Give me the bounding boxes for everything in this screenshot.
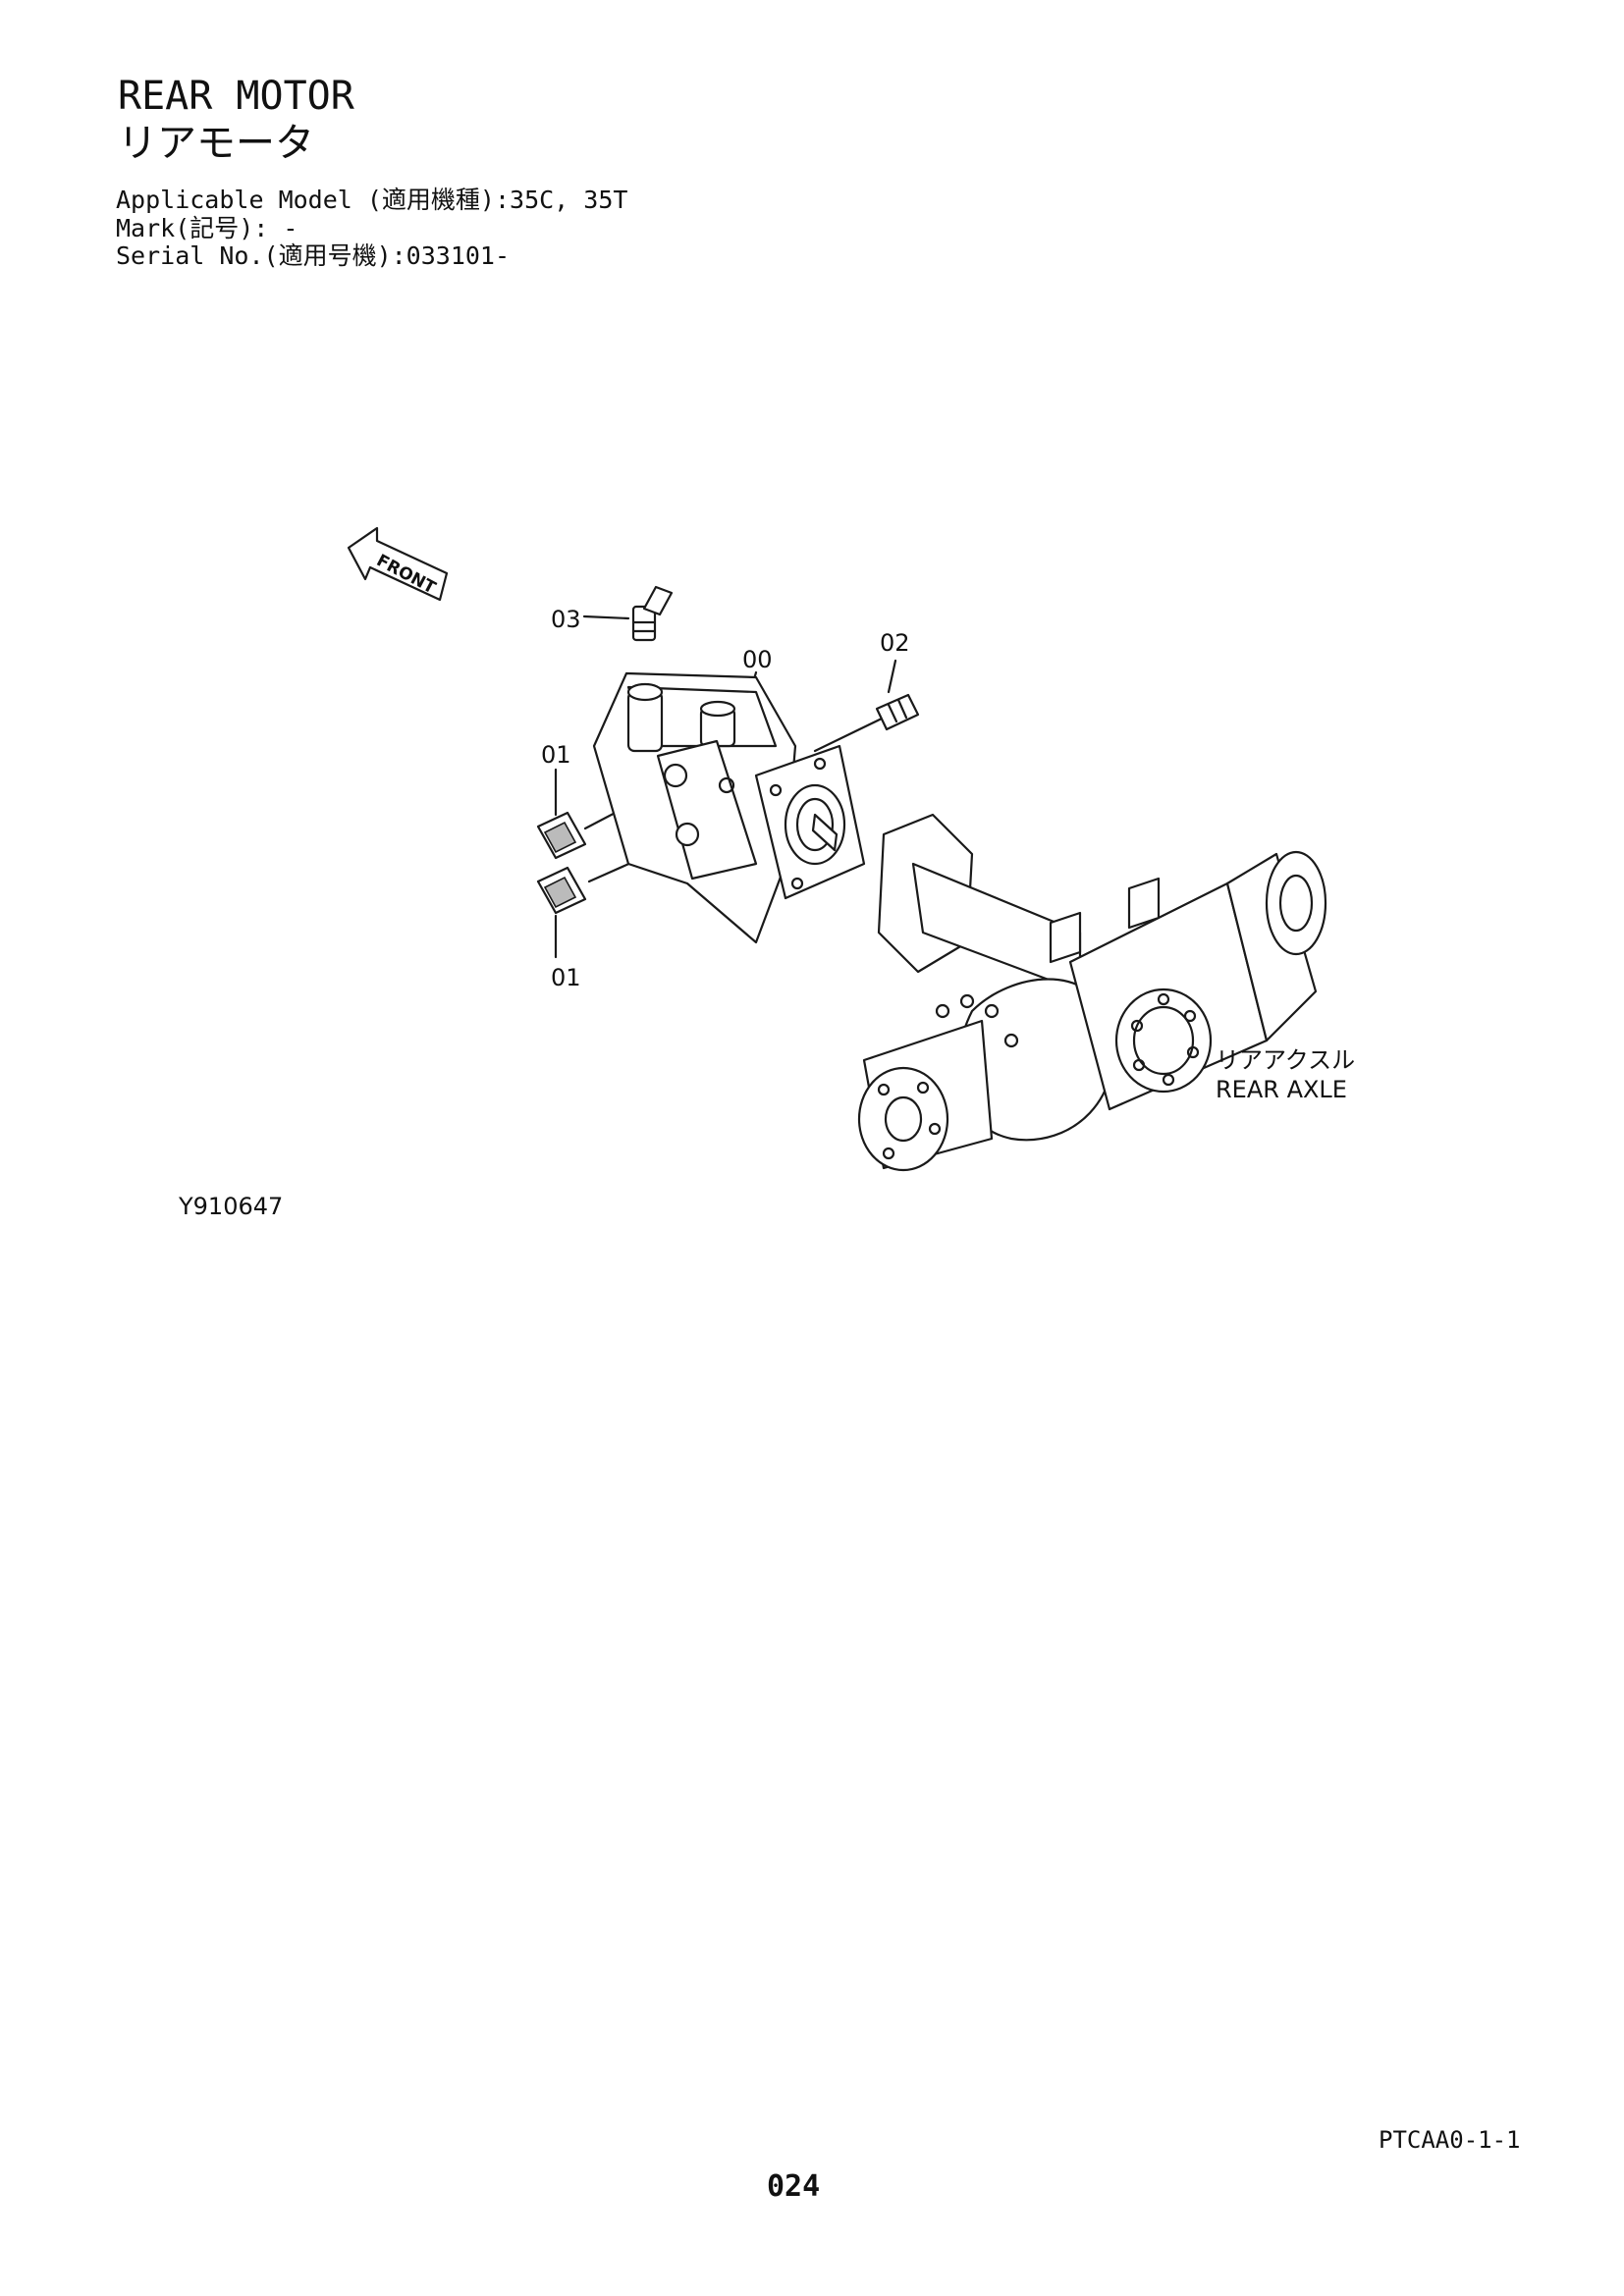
callout-01-upper: 01 <box>541 741 571 769</box>
callout-00: 00 <box>742 646 773 673</box>
mark: Mark(記号): - <box>116 214 298 242</box>
serial-no: Serial No.(適用号機):033101- <box>116 241 511 270</box>
plug-01-upper <box>536 811 587 860</box>
applicable-model: Applicable Model (適用機種):35C, 35T <box>116 186 628 214</box>
callout-02: 02 <box>880 629 910 657</box>
page-title-en: REAR MOTOR <box>118 74 354 119</box>
callout-03: 03 <box>551 606 581 633</box>
callout-01-lower: 01 <box>551 964 581 991</box>
page-title-jp: リアモータ <box>118 121 314 166</box>
document-code: PTCAA0-1-1 <box>1379 2126 1521 2154</box>
plug-01-lower <box>536 866 587 915</box>
fitting-02 <box>875 693 920 731</box>
page-number: 024 <box>767 2169 821 2204</box>
rear-motor-00 <box>592 671 866 944</box>
elbow-fitting-03 <box>631 585 674 642</box>
rear-axle-label-en: REAR AXLE <box>1216 1076 1347 1103</box>
figure-id: Y910647 <box>179 1193 284 1220</box>
front-arrow-icon: FRONT <box>347 526 449 602</box>
rear-axle <box>857 813 1327 1172</box>
rear-axle-label-jp: リアアクスル <box>1216 1046 1356 1074</box>
